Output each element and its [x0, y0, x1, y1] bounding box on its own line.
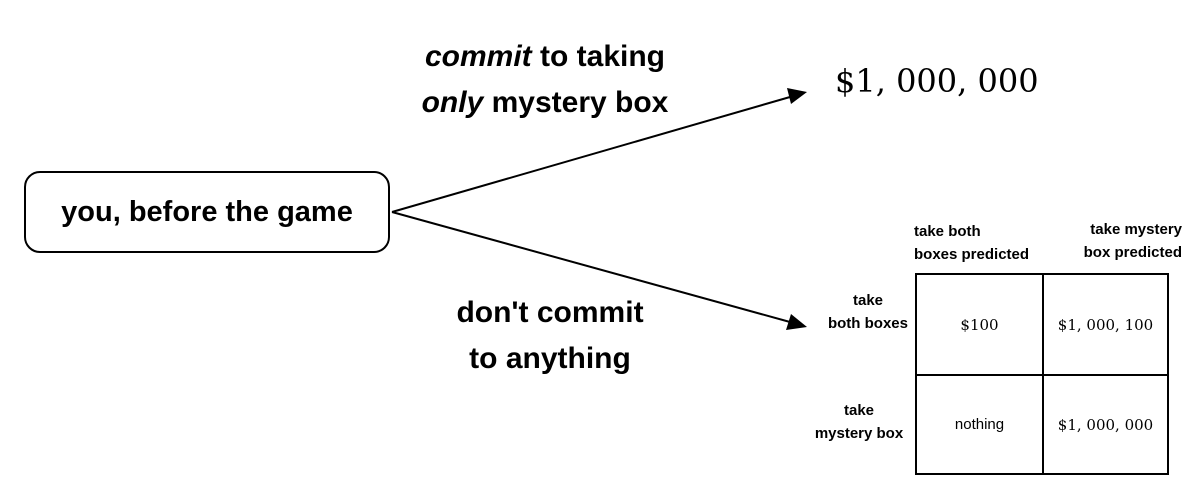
col-header-1-line2: boxes predicted — [914, 246, 1030, 263]
branch-dont-commit-line1: don't commit — [456, 296, 644, 329]
branch-label-dont-commit: don't commit to anything — [420, 290, 680, 382]
arrow-dont-commit-line — [391, 211, 791, 323]
payoff-matrix: $100 $1, 000, 100 nothing $1, 000, 000 — [915, 273, 1169, 475]
row-header-1-line2: both boxes — [827, 315, 908, 332]
start-node-label: you, before the game — [61, 195, 353, 228]
branch-commit-text-1: to taking — [531, 40, 666, 73]
row-header-2-line1: take — [843, 402, 875, 419]
arrow-dont-commit-head — [786, 314, 807, 330]
branch-dont-commit-line2: to anything — [469, 342, 631, 375]
branch-commit-line1: commit to taking — [380, 34, 710, 80]
arrow-commit-line — [391, 96, 791, 213]
start-node: you, before the game — [24, 171, 390, 253]
branch-commit-emphasis-2: only — [421, 86, 484, 119]
branch-commit-emphasis-1: commit — [424, 40, 532, 73]
matrix-col-header-both-predicted: take both boxes predicted — [914, 220, 1029, 266]
branch-label-commit: commit to taking only mystery box — [380, 34, 710, 126]
row-header-1-line1: take — [852, 292, 884, 309]
matrix-cell: $1, 000, 000 — [1057, 415, 1154, 434]
col-header-2-line2: box predicted — [1083, 244, 1182, 261]
matrix-cell: $1, 000, 100 — [1044, 275, 1167, 376]
matrix-cell: nothing — [917, 376, 1044, 473]
matrix-col-header-mystery-predicted: take mystery box predicted — [1062, 218, 1182, 264]
matrix-cell: $100 — [917, 275, 1044, 376]
col-header-1-line1: take both — [914, 223, 981, 240]
branch-commit-line2: only mystery box — [380, 80, 710, 126]
col-header-2-line1: take mystery — [1090, 221, 1182, 238]
arrow-commit-head — [787, 88, 807, 104]
row-header-2-line2: mystery box — [814, 425, 904, 442]
outcome-million: $1, 000, 000 — [835, 62, 1039, 100]
matrix-row-header-both-boxes: take both boxes — [814, 289, 922, 335]
branch-commit-text-2: mystery box — [483, 86, 669, 119]
matrix-row-header-mystery-box: take mystery box — [804, 399, 914, 445]
